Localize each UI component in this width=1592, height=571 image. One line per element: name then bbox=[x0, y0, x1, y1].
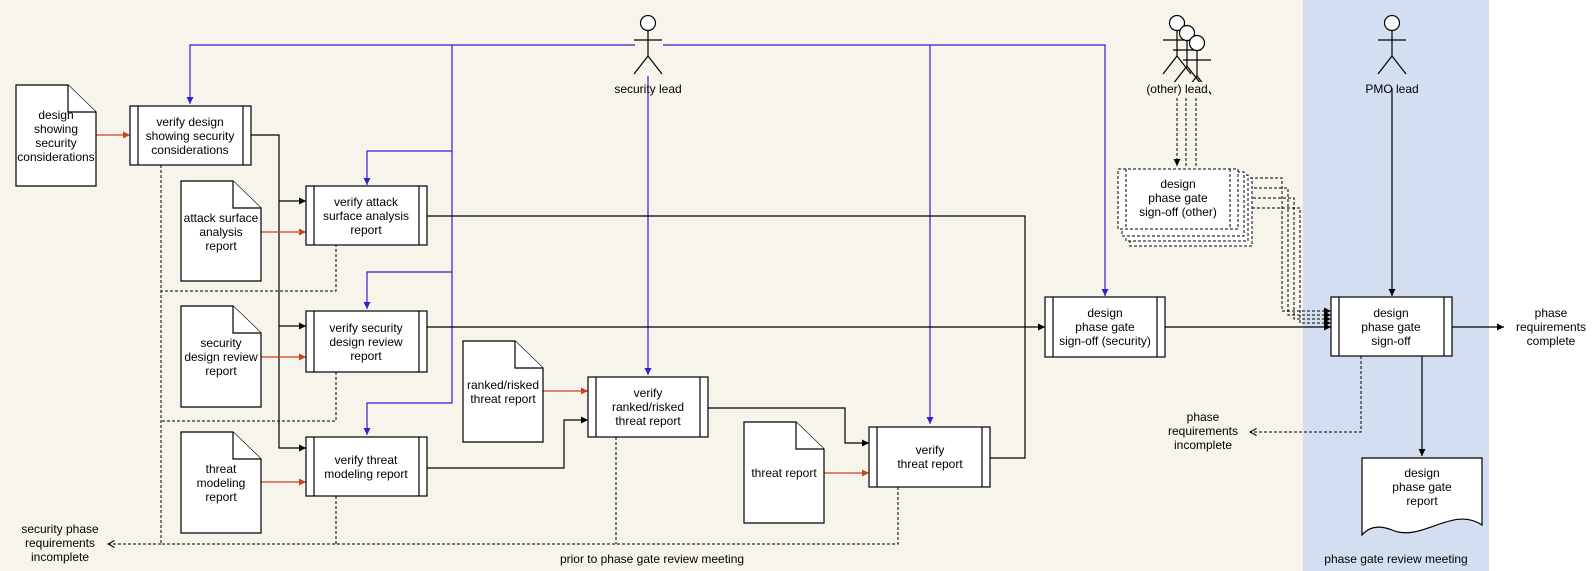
incomplete-dashed-paths bbox=[108, 88, 1362, 544]
actor-pmo-lead: PMO lead bbox=[1365, 14, 1419, 96]
security-lead-authority-lines bbox=[186, 44, 1109, 435]
lane-label-review: phase gate review meeting bbox=[1324, 552, 1467, 566]
lane-label-prior: prior to phase gate review meeting bbox=[560, 552, 744, 566]
document-input-lines bbox=[96, 131, 869, 486]
svg-text:threat report: threat report bbox=[751, 466, 817, 480]
svg-text:security lead: security lead bbox=[614, 82, 681, 96]
svg-text:(other) lead: (other) lead bbox=[1146, 82, 1207, 96]
doc-threat-report: threat report bbox=[743, 421, 825, 524]
stick-figure-icon bbox=[633, 14, 663, 75]
svg-text:PMO lead: PMO lead bbox=[1365, 82, 1418, 96]
actor-security-lead: security lead bbox=[614, 14, 682, 96]
stick-figure-icon bbox=[1377, 14, 1407, 75]
flow-lines bbox=[251, 88, 1504, 469]
actor-other-leads: (other) lead bbox=[1145, 14, 1212, 96]
